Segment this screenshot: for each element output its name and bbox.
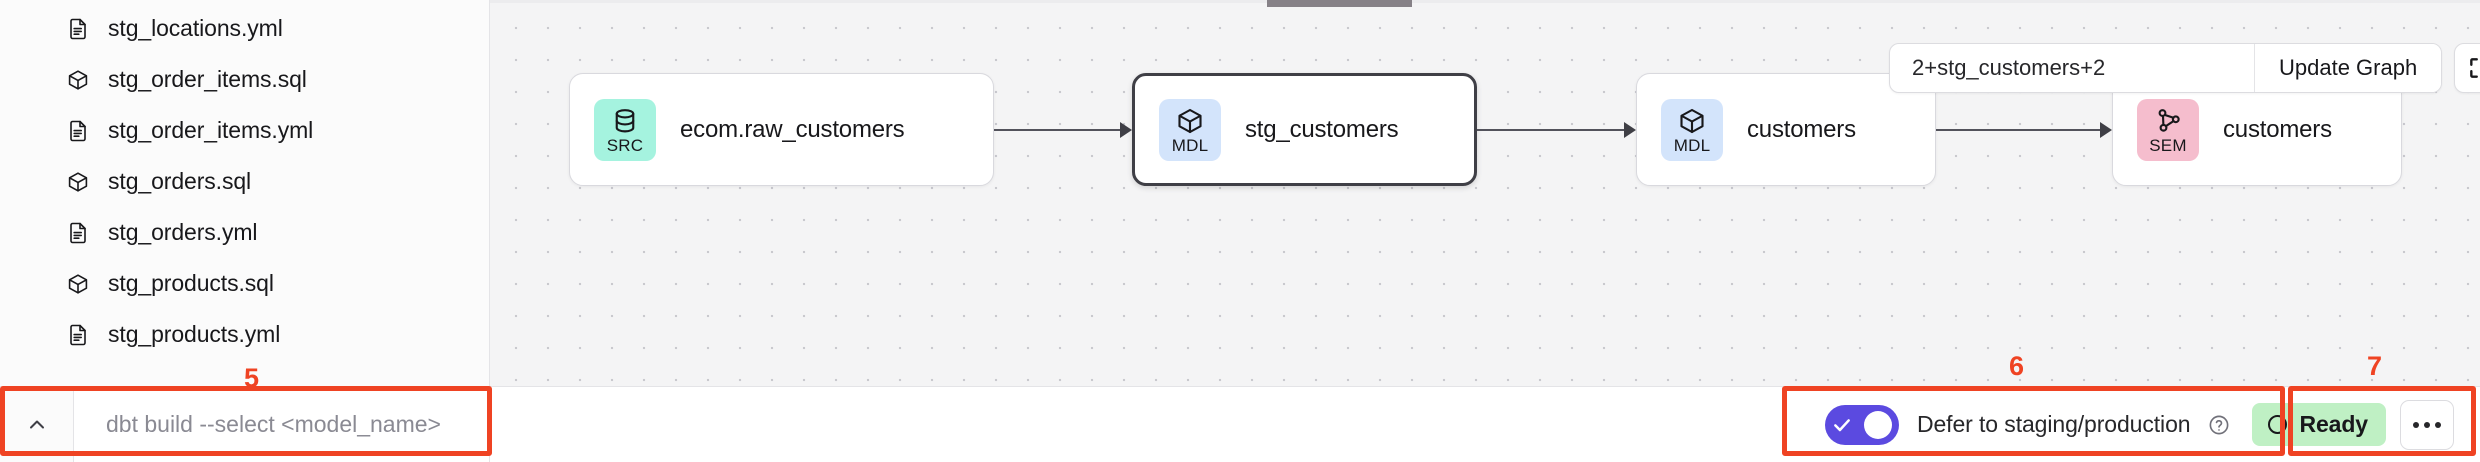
status-circle-icon: [2268, 415, 2288, 434]
file-list-item[interactable]: stg_order_items.yml: [0, 105, 489, 156]
node-label: customers: [1747, 115, 1856, 143]
graph-edge-arrowhead: [1624, 121, 1636, 138]
file-list-item[interactable]: stg_products.yml: [0, 309, 489, 360]
file-list-item[interactable]: stg_products.sql: [0, 258, 489, 309]
file-tree-sidebar[interactable]: stg_locations.yml stg_order_items.sql stg_…: [0, 0, 490, 386]
node-label: ecom.raw_customers: [680, 115, 905, 143]
defer-group: Defer to staging/production: [1824, 404, 2230, 445]
sql-model-icon: [66, 272, 90, 296]
expand-fullscreen-icon[interactable]: [2454, 43, 2480, 93]
node-badge-label: MDL: [1673, 135, 1711, 155]
yml-file-icon: [66, 119, 90, 143]
graph-selector-group: Update Graph: [1889, 43, 2443, 93]
file-list-item[interactable]: stg_orders.sql: [0, 156, 489, 207]
status-label: Ready: [2299, 411, 2368, 437]
semantic-node-icon: [2153, 106, 2183, 136]
graph-edge: [994, 128, 1122, 131]
file-name-label: stg_orders.sql: [108, 168, 252, 194]
defer-label: Defer to staging/production: [1916, 411, 2191, 437]
sql-model-icon: [66, 68, 90, 92]
question-circle-icon[interactable]: [2208, 414, 2230, 436]
chevron-up-icon[interactable]: [0, 387, 74, 462]
node-badge-label: SRC: [606, 135, 644, 155]
graph-toolbar: Update Graph: [1889, 43, 2480, 93]
horizontal-scrollbar-thumb[interactable]: [1267, 0, 1412, 7]
more-horizontal-icon[interactable]: [2400, 399, 2454, 450]
bottom-status-bar: Defer to staging/production Ready: [0, 386, 2480, 462]
yml-file-icon: [66, 17, 90, 41]
status-zone: Defer to staging/production Ready: [490, 387, 2480, 462]
file-name-label: stg_order_items.sql: [108, 66, 307, 92]
graph-selector-input[interactable]: [1890, 44, 2254, 92]
graph-edge-arrowhead: [2100, 121, 2112, 138]
defer-toggle[interactable]: [1824, 404, 1899, 445]
node-label: customers: [2223, 115, 2332, 143]
file-list-item[interactable]: stg_locations.yml: [0, 3, 489, 54]
file-name-label: stg_orders.yml: [108, 219, 258, 245]
database-icon: [610, 106, 640, 136]
node-label: stg_customers: [1245, 115, 1399, 143]
graph-edge-arrowhead: [1120, 121, 1132, 138]
graph-node-mdl-stg-customers[interactable]: MDL stg_customers: [1132, 73, 1477, 186]
file-name-label: stg_products.sql: [108, 270, 274, 296]
status-group: Ready: [2252, 399, 2454, 450]
file-list-item[interactable]: stg_order_items.sql: [0, 54, 489, 105]
graph-node-mdl-customers[interactable]: MDL customers: [1636, 73, 1936, 186]
status-badge[interactable]: Ready: [2252, 403, 2386, 446]
main-body: stg_locations.yml stg_order_items.sql stg_…: [0, 0, 2480, 386]
file-list-item[interactable]: stg_orders.yml: [0, 207, 489, 258]
file-name-label: stg_locations.yml: [108, 15, 283, 41]
graph-edge: [1936, 128, 2102, 131]
graph-node-src-ecom-raw-customers[interactable]: SRC ecom.raw_customers: [569, 73, 994, 186]
check-icon: [1832, 415, 1852, 435]
dbt-command-input[interactable]: [74, 387, 489, 462]
update-graph-button[interactable]: Update Graph: [2254, 44, 2442, 92]
command-bar: [0, 387, 490, 462]
cube-icon: [1677, 106, 1707, 136]
node-badge-label: SEM: [2149, 135, 2187, 155]
sql-model-icon: [66, 170, 90, 194]
canvas-top-divider: [490, 0, 2480, 3]
node-type-badge: MDL: [1661, 98, 1723, 161]
yml-file-icon: [66, 221, 90, 245]
node-type-badge: SEM: [2137, 98, 2199, 161]
toggle-knob: [1863, 410, 1892, 439]
file-name-label: stg_order_items.yml: [108, 117, 314, 143]
file-name-label: stg_products.yml: [108, 321, 281, 347]
cube-icon: [1175, 106, 1205, 136]
file-list: stg_locations.yml stg_order_items.sql stg_…: [0, 0, 489, 360]
graph-edge: [1477, 128, 1626, 131]
node-badge-label: MDL: [1171, 135, 1209, 155]
node-type-badge: SRC: [594, 98, 656, 161]
node-type-badge: MDL: [1159, 98, 1221, 161]
yml-file-icon: [66, 323, 90, 347]
